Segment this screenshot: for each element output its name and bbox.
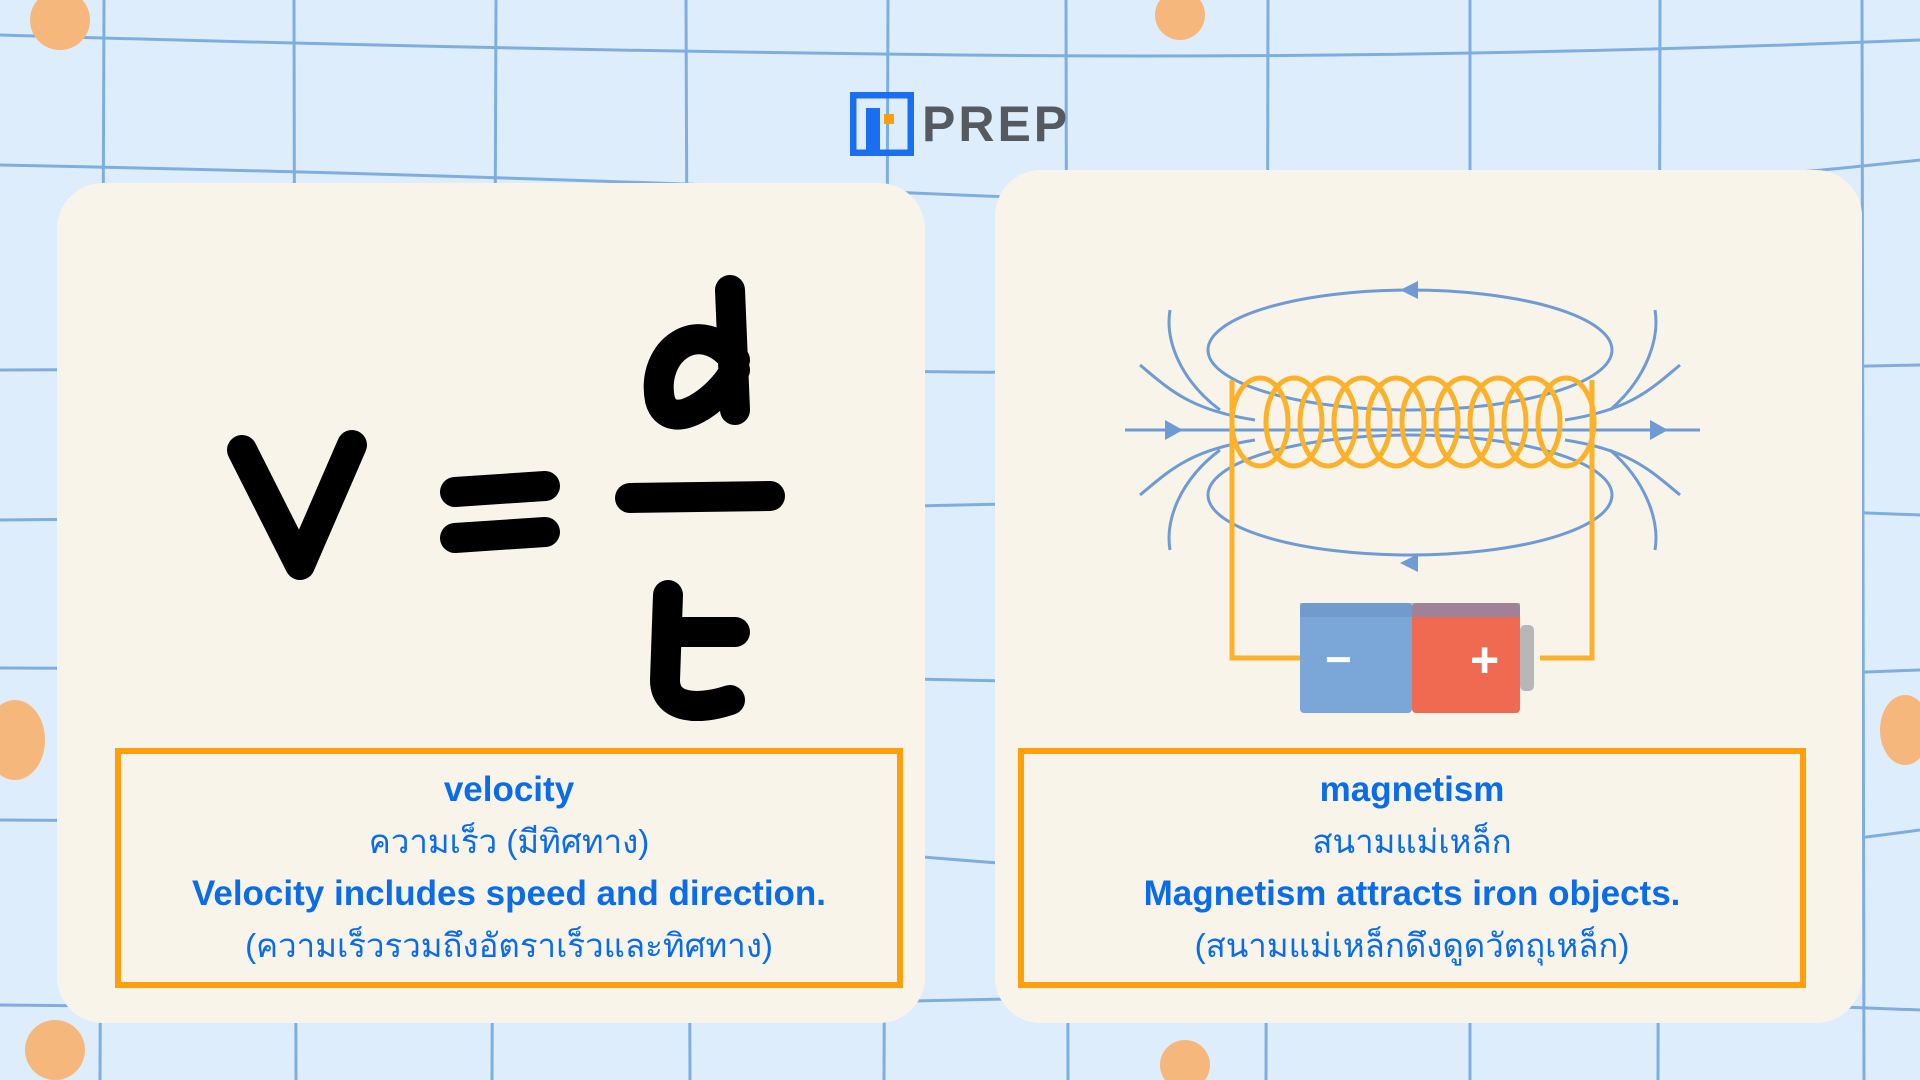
thai-term: สนามแม่เหล็ก [1312,823,1512,860]
formula-v [227,430,367,580]
velocity-definition-box: velocity ความเร็ว (มีทิศทาง) Velocity in… [115,748,903,988]
sentence-translation: (สนามแม่เหล็กดึงดูดวัตถุเหล็ก) [1194,927,1630,964]
battery-positive: + [1470,632,1499,688]
velocity-formula [227,275,785,721]
term: velocity [443,770,575,809]
term: magnetism [1319,770,1505,809]
logo-text: PREP [922,96,1071,152]
magnetism-card [995,170,1862,1023]
thai-term: ความเร็ว (มีทิศทาง) [368,823,650,860]
sentence-translation: (ความเร็วรวมถึงอัตราเร็วและทิศทาง) [245,927,773,964]
velocity-card [57,183,925,1023]
formula-equals [440,471,560,553]
coil-loop [1297,375,1359,469]
electromagnet-diagram: − + [1125,281,1700,713]
coil-loop [1399,375,1461,469]
coil-loop [1331,375,1393,469]
fraction-bar [615,481,785,513]
prep-logo-icon [850,92,914,156]
coil-loop [1467,375,1529,469]
coil-loop [1365,375,1427,469]
coil-loop [1433,375,1495,469]
prep-logo: PREP [850,92,1070,156]
coil-loop [1229,375,1291,469]
formula-d [643,275,750,430]
formula-t [650,580,750,721]
coil-loop [1535,375,1597,469]
magnetism-definition-box: magnetism สนามแม่เหล็ก Magnetism attract… [1018,748,1806,988]
example-sentence: Velocity includes speed and direction. [191,874,827,913]
example-sentence: Magnetism attracts iron objects. [1143,874,1681,913]
battery-negative: − [1325,633,1352,685]
coil-loop [1263,375,1325,469]
battery: − + [1300,603,1534,713]
coil-loop [1501,375,1563,469]
